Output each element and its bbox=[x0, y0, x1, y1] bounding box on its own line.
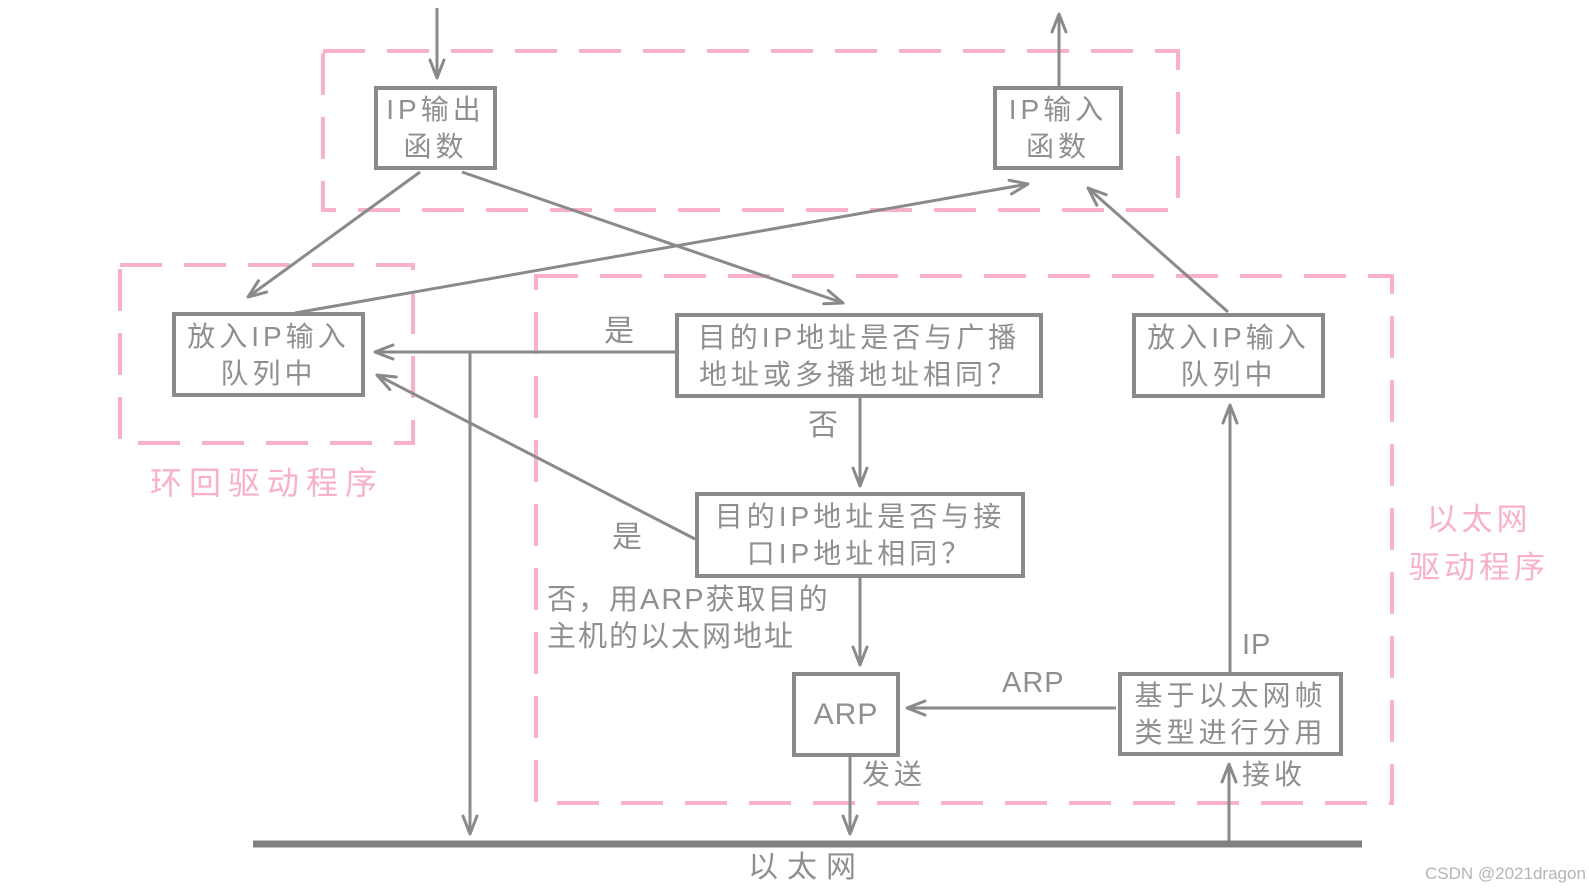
edge-ip-output-to-loopback-queue bbox=[246, 170, 421, 299]
broadcast-question-box: 目的IP地址是否与广播 地址或多播地址相同？ bbox=[675, 313, 1043, 398]
arp-note-text: 否，用ARP获取目的 主机的以太网地址 bbox=[547, 582, 830, 656]
receive-label: 接收 bbox=[1242, 759, 1307, 790]
loopback-queue-line2: 队列中 bbox=[220, 357, 317, 389]
arp-box: ARP bbox=[792, 672, 900, 757]
ethernet-queue-line1: 放入IP输入 bbox=[1147, 321, 1310, 353]
ip-layer-dashed-region bbox=[321, 49, 1180, 212]
ip-input-function-box: IP输入 函数 bbox=[993, 86, 1123, 170]
ethernet-driver-label: 以太网 驱动程序 bbox=[1396, 496, 1562, 592]
ethernet-bus-label: 以太网 bbox=[748, 851, 865, 884]
ethernet-driver-dashed-region bbox=[534, 274, 1394, 805]
edge-loopback-queue-to-ip-input bbox=[294, 178, 1030, 315]
loopback-queue-line1: 放入IP输入 bbox=[187, 320, 350, 352]
yes-interface-label: 是 bbox=[612, 521, 646, 554]
arp-edge-label: ARP bbox=[1002, 667, 1065, 699]
interface-question-line1: 目的IP地址是否与接 bbox=[714, 501, 1006, 532]
edge-ip-output-to-broadcast-question bbox=[461, 170, 845, 306]
loopback-ip-input-queue-box: 放入IP输入 队列中 bbox=[172, 312, 365, 397]
ethernet-queue-line2: 队列中 bbox=[1180, 358, 1277, 390]
ip-output-function-box: IP输出 函数 bbox=[374, 86, 497, 170]
demux-line2: 类型进行分用 bbox=[1134, 717, 1327, 748]
broadcast-question-line1: 目的IP地址是否与广播 bbox=[697, 321, 1021, 353]
edge-ethernet-queue-to-ip-input bbox=[1086, 186, 1229, 314]
interface-question-line2: 口IP地址相同？ bbox=[746, 538, 974, 569]
interface-question-box: 目的IP地址是否与接 口IP地址相同？ bbox=[695, 492, 1025, 578]
no-broadcast-label: 否 bbox=[808, 409, 842, 442]
demux-line1: 基于以太网帧 bbox=[1134, 680, 1327, 711]
ethernet-ip-input-queue-box: 放入IP输入 队列中 bbox=[1132, 313, 1325, 398]
loopback-driver-dashed-region bbox=[118, 263, 415, 445]
csdn-watermark: CSDN @2021dragon bbox=[1425, 864, 1586, 883]
loopback-driver-label: 环回驱动程序 bbox=[150, 465, 385, 501]
ip-input-line1: IP输入 bbox=[1008, 94, 1108, 125]
ethernet-driver-line1: 以太网 bbox=[1426, 502, 1532, 537]
ethernet-demux-box: 基于以太网帧 类型进行分用 bbox=[1118, 672, 1343, 756]
arp-box-label: ARP bbox=[813, 698, 879, 731]
yes-broadcast-label: 是 bbox=[604, 315, 638, 348]
broadcast-question-line2: 地址或多播地址相同？ bbox=[698, 358, 1019, 390]
arp-note-line2: 主机的以太网地址 bbox=[547, 621, 796, 653]
arp-note-line1: 否，用ARP获取目的 bbox=[547, 584, 830, 616]
ip-output-line1: IP输出 bbox=[386, 94, 485, 125]
send-label: 发送 bbox=[862, 759, 927, 790]
edge-interface-yes-to-loopback-queue bbox=[375, 373, 696, 541]
ip-output-line2: 函数 bbox=[403, 131, 468, 162]
ip-input-line2: 函数 bbox=[1025, 131, 1090, 162]
ethernet-driver-line2: 驱动程序 bbox=[1409, 550, 1549, 585]
ip-edge-label: IP bbox=[1242, 629, 1272, 661]
